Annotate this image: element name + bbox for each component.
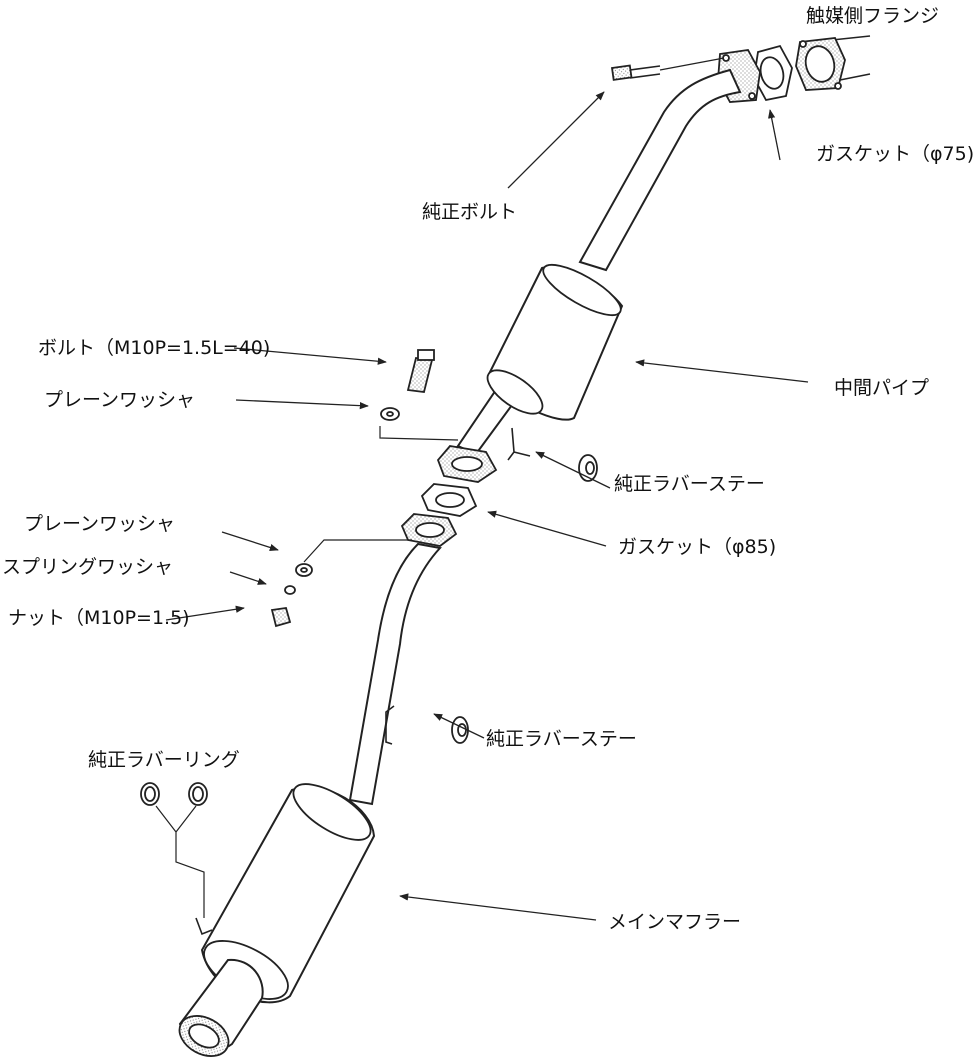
tail-pipe xyxy=(348,542,442,806)
plain-washer-2 xyxy=(295,539,412,577)
label-oem-rubber-stay-1: 純正ラバーステー xyxy=(614,473,765,495)
label-spring-washer: スプリングワッシャ xyxy=(2,556,173,578)
label-gasket-75: ガスケット（φ75) xyxy=(816,143,974,165)
label-oem-rubber-ring: 純正ラバーリング xyxy=(88,749,240,771)
label-bolt: ボルト（M10P=1.5L=40) xyxy=(38,337,270,359)
label-main-muffler: メインマフラー xyxy=(608,911,741,933)
label-oem-rubber-stay-2: 純正ラバーステー xyxy=(486,728,637,750)
tail-tip xyxy=(178,958,264,1057)
spring-washer xyxy=(284,585,296,595)
nut-m10 xyxy=(270,606,292,628)
catalyst-flange xyxy=(795,35,871,91)
oem-bolt xyxy=(610,57,725,81)
rubber-stay-2 xyxy=(451,716,469,744)
rubber-ring-pair xyxy=(140,782,208,918)
label-gasket-85: ガスケット（φ85) xyxy=(618,536,776,558)
label-oem-bolt: 純正ボルト xyxy=(422,201,517,223)
gasket-85 xyxy=(420,483,478,517)
label-nut: ナット（M10P=1.5) xyxy=(8,607,190,629)
label-plain-washer-2: プレーンワッシャ xyxy=(24,513,175,535)
label-catalyst-flange: 触媒側フランジ xyxy=(806,5,939,27)
rubber-stay-bracket-2 xyxy=(385,705,395,745)
label-mid-pipe: 中間パイプ xyxy=(834,377,929,399)
rear-flange xyxy=(400,513,458,547)
plain-washer-1 xyxy=(379,407,459,441)
label-plain-washer-1: プレーンワッシャ xyxy=(44,389,195,411)
bolt-m10 xyxy=(406,349,435,393)
rubber-stay-bracket-1 xyxy=(507,427,531,461)
mid-flange xyxy=(436,445,498,483)
mid-resonator xyxy=(486,263,624,421)
